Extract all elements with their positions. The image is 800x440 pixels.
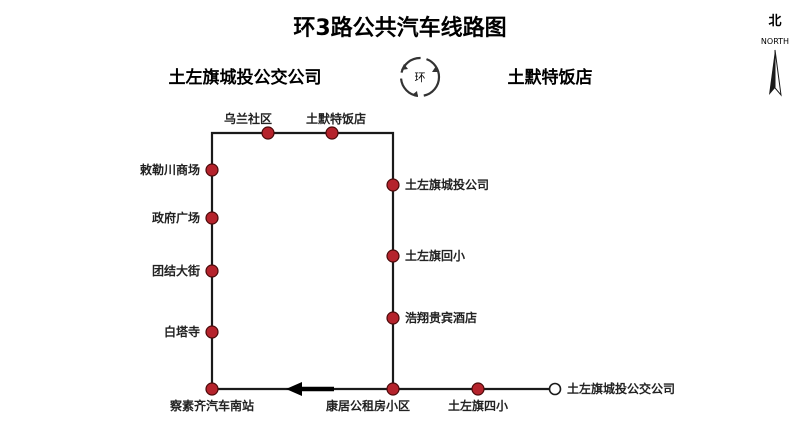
route-loop-line — [210, 131, 395, 391]
terminus-label: 土默特饭店 — [508, 67, 593, 88]
stop-label-chasuqi: 察素齐汽车南站 — [170, 398, 254, 413]
stop-marker-kangju — [386, 382, 400, 396]
map-title: 环3路公共汽车线路图 — [293, 15, 506, 41]
compass-north-label: NORTH — [761, 37, 789, 46]
operator-label: 土左旗城投公交公司 — [169, 67, 322, 88]
stop-marker-chasuqi — [205, 382, 219, 396]
compass: 北 NORTH — [761, 14, 789, 97]
stop-marker-chengtou — [386, 178, 400, 192]
north-arrow-icon — [769, 50, 775, 95]
stop-label-sixiao: 土左旗四小 — [448, 398, 508, 413]
stop-marker-tumote — [325, 126, 339, 140]
stop-marker-sixiao — [471, 382, 485, 396]
stop-label-chilechuan: 敕勒川商场 — [140, 162, 200, 177]
compass-north-char: 北 — [768, 14, 781, 29]
stop-label-wulan: 乌兰社区 — [224, 111, 272, 126]
stop-label-zhengfu: 政府广场 — [152, 210, 200, 225]
stop-label-huixiao: 土左旗回小 — [405, 248, 465, 263]
stop-label-haoxiang: 浩翔贵宾酒店 — [405, 310, 477, 325]
stop-label-kangju: 康居公租房小区 — [326, 398, 410, 413]
stop-marker-depot — [548, 382, 562, 396]
stop-marker-zhengfu — [205, 211, 219, 225]
stop-label-baita: 白塔寺 — [164, 324, 200, 339]
stop-label-depot: 土左旗城投公交公司 — [567, 381, 675, 396]
stop-label-chengtou: 土左旗城投公司 — [405, 177, 489, 192]
ring-badge-text: 环 — [415, 71, 426, 84]
stop-marker-haoxiang — [386, 311, 400, 325]
stop-label-tuanjie: 团结大街 — [152, 263, 200, 278]
stop-marker-baita — [205, 325, 219, 339]
stop-marker-wulan — [261, 126, 275, 140]
stop-marker-chilechuan — [205, 163, 219, 177]
direction-arrow-icon — [286, 382, 334, 396]
stop-marker-huixiao — [386, 249, 400, 263]
ring-route-icon: 环 — [399, 56, 441, 98]
stop-label-tumote: 土默特饭店 — [306, 111, 366, 126]
stop-marker-tuanjie — [205, 264, 219, 278]
